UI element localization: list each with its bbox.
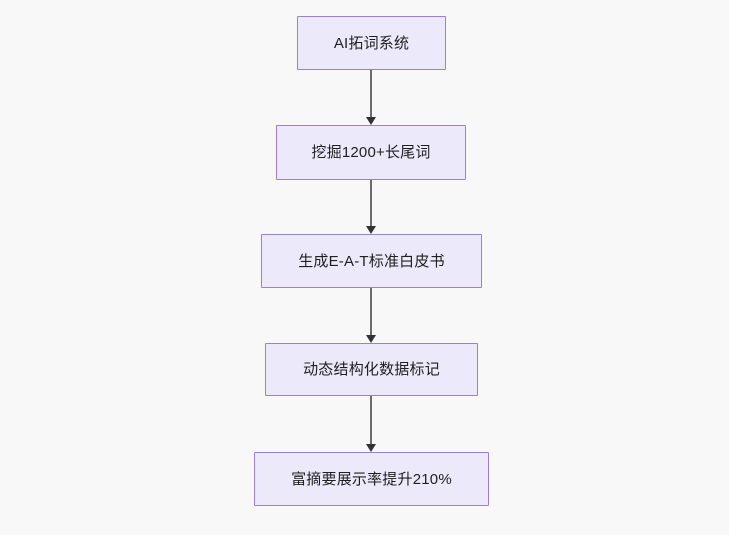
node-label: AI拓词系统 <box>333 34 410 52</box>
edge-line <box>370 70 372 117</box>
edge-line <box>370 396 372 444</box>
edge-line <box>370 288 372 335</box>
node-label: 挖掘1200+长尾词 <box>311 144 431 161</box>
node-label: 富摘要展示率提升210% <box>291 470 452 488</box>
flowchart-node-dynamic-structured-data-markup[interactable]: 动态结构化数据标记 <box>265 343 478 396</box>
flowchart-node-ai-keyword-expansion-system[interactable]: AI拓词系统 <box>297 16 446 70</box>
arrowhead-icon <box>366 117 376 125</box>
flowchart-node-mine-long-tail-keywords[interactable]: 挖掘1200+长尾词 <box>276 125 466 180</box>
arrowhead-icon <box>366 335 376 343</box>
node-label: 动态结构化数据标记 <box>303 361 440 378</box>
flowchart-node-rich-snippet-impression-increase[interactable]: 富摘要展示率提升210% <box>254 452 489 506</box>
flowchart-node-generate-eat-whitepaper[interactable]: 生成E-A-T标准白皮书 <box>261 234 482 288</box>
arrowhead-icon <box>366 444 376 452</box>
edge-line <box>370 180 372 226</box>
arrowhead-icon <box>366 226 376 234</box>
node-label: 生成E-A-T标准白皮书 <box>298 252 445 270</box>
